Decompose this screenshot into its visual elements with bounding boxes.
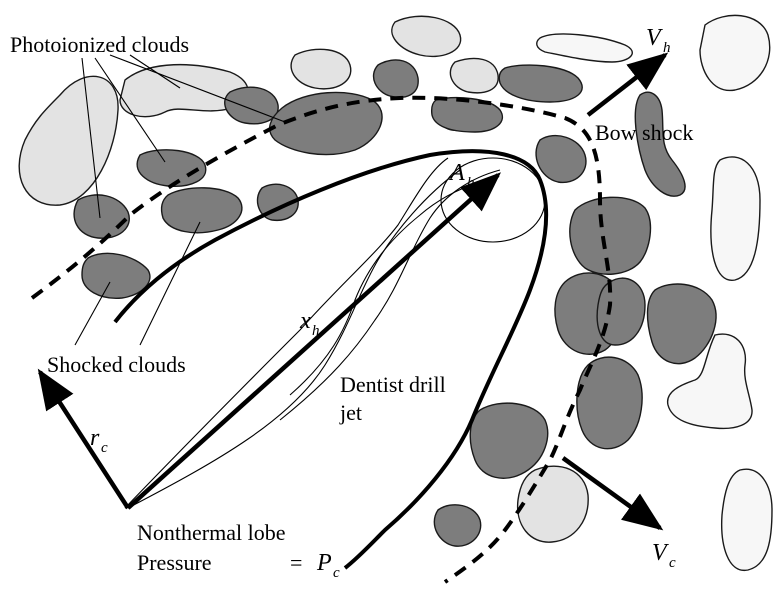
- vc-symbol: V: [652, 540, 669, 566]
- ah-symbol: A: [448, 160, 465, 186]
- nonthermal-lobe-label: Nonthermal lobe: [137, 520, 285, 545]
- shocked-clouds-label: Shocked clouds: [47, 352, 186, 377]
- equals-sign: =: [290, 550, 302, 575]
- photoionized-clouds-label: Photoionized clouds: [10, 32, 189, 57]
- vc-subscript: c: [669, 555, 676, 571]
- dentist-drill-label: Dentist drill: [340, 372, 446, 397]
- jet-label: jet: [339, 400, 362, 425]
- bow-shock-label: Bow shock: [595, 120, 693, 145]
- xh-subscript: h: [312, 323, 320, 339]
- xh-symbol: x: [299, 308, 311, 334]
- pressure-label: Pressure: [137, 550, 212, 575]
- vh-symbol: V: [646, 25, 663, 51]
- pc-subscript: c: [333, 565, 340, 581]
- ah-subscript: h: [467, 175, 475, 191]
- rc-subscript: c: [101, 440, 108, 456]
- pc-symbol: P: [316, 550, 332, 576]
- rc-arrow: [40, 372, 128, 508]
- rc-symbol: r: [90, 425, 100, 451]
- vh-subscript: h: [663, 40, 671, 56]
